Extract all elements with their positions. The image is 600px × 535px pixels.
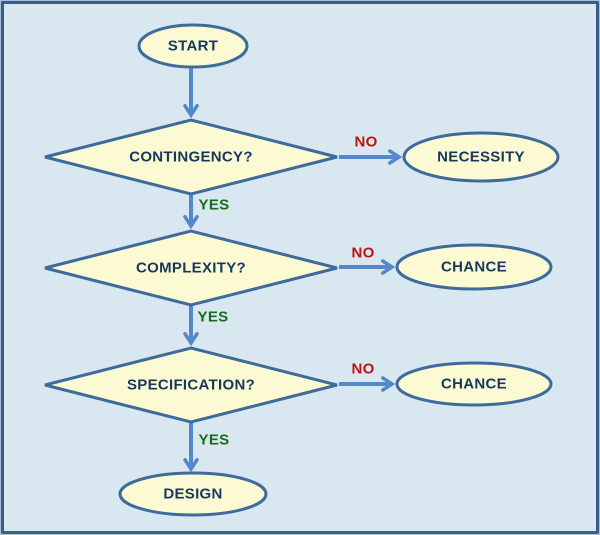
chance2-ellipse [395,361,553,407]
node-chance1-label: CHANCE [441,258,507,276]
complexity-diamond [44,229,338,307]
contingency-diamond [44,118,338,196]
flowchart-graphics [44,23,560,517]
edge-label-no-1: NO [354,133,378,151]
node-chance2-label: CHANCE [441,375,507,393]
node-necessity-label: NECESSITY [437,148,525,166]
edge-label-no-3: NO [351,360,375,378]
chance1-ellipse [395,243,553,291]
node-complexity-label: COMPLEXITY? [136,259,246,277]
node-start-label: START [167,37,219,55]
node-contingency-label: CONTINGENCY? [129,148,253,166]
specification-diamond [44,346,338,424]
necessity-ellipse [402,131,560,183]
node-specification-label: SPECIFICATION? [126,376,256,394]
design-ellipse [118,471,268,517]
edge-label-yes-3: YES [198,431,230,449]
edge-label-yes-1: YES [198,196,230,214]
start-ellipse [137,23,249,69]
node-design-label: DESIGN [163,485,223,503]
edge-label-no-2: NO [351,244,375,262]
edge-label-yes-2: YES [197,308,229,326]
